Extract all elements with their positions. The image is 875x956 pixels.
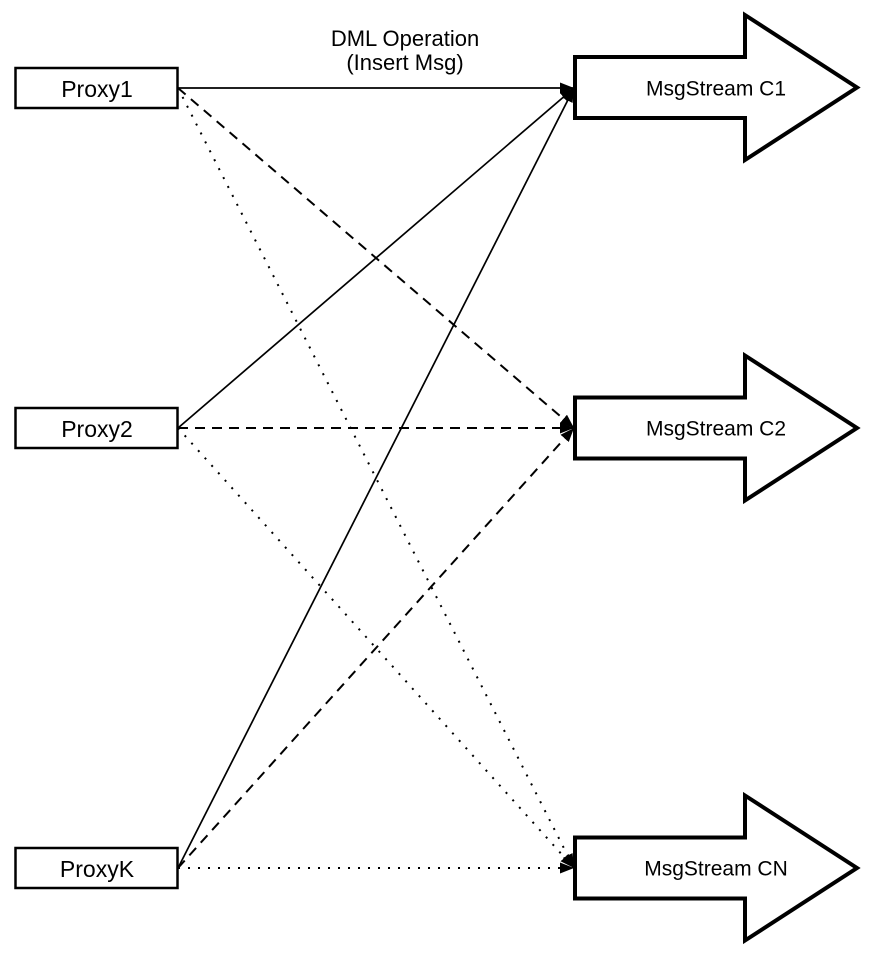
- proxyk-label: ProxyK: [60, 856, 135, 882]
- msgstream-c2-arrow-shape: [573, 351, 861, 505]
- msgstream-c2-label: MsgStream C2: [646, 418, 786, 441]
- proxy1-box: [14, 66, 179, 110]
- msgstream-cn-arrow-shape: [573, 791, 861, 945]
- msgstream-cn-node: MsgStream CN: [573, 791, 861, 945]
- msgstream-c1-arrow-shape: [573, 11, 861, 164]
- edge-label-dml-operation: DML Operation (Insert Msg): [331, 26, 479, 75]
- proxyk-box: [14, 846, 179, 890]
- proxy2-node: Proxy2: [14, 406, 179, 450]
- msgstream-c2-node: MsgStream C2: [573, 351, 861, 505]
- proxy2-box: [14, 406, 179, 450]
- edges-layer: [177, 82, 575, 874]
- proxyk-node: ProxyK: [14, 846, 179, 890]
- msgstream-c1-label: MsgStream C1: [646, 78, 786, 101]
- proxy2-label: Proxy2: [61, 416, 133, 442]
- edge-label-line1: DML Operation: [331, 26, 479, 51]
- proxy1-label: Proxy1: [61, 76, 133, 102]
- edge-proxy2-to-c1: [177, 87, 575, 429]
- msgstream-c1-node: MsgStream C1: [573, 11, 861, 164]
- edge-proxyk-to-c2: [177, 427, 575, 869]
- proxy1-node: Proxy1: [14, 66, 179, 110]
- msgstream-cn-label: MsgStream CN: [644, 858, 788, 881]
- edge-proxyk-to-c1: [177, 87, 575, 869]
- edge-label-line2: (Insert Msg): [346, 50, 463, 75]
